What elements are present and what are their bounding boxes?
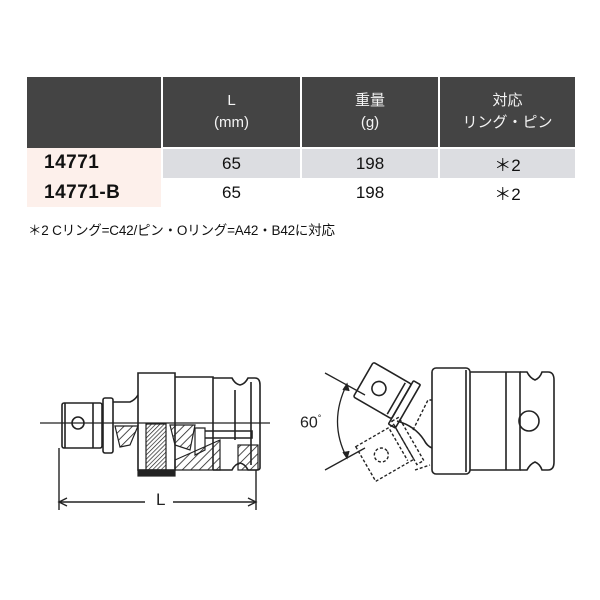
spec-table: L (mm) 重量 (g) 対応 リング・ピン 14771 65 198 ＊2 … bbox=[27, 77, 575, 207]
cell-ring-pin: ＊2 bbox=[438, 178, 575, 207]
cell-ring-pin: ＊2 bbox=[438, 147, 575, 178]
header-ring-pin-label: 対応 bbox=[492, 92, 523, 109]
angle-view-diagram bbox=[324, 362, 555, 483]
cell-model: 14771 bbox=[27, 148, 162, 178]
header-model bbox=[27, 77, 162, 148]
angle-label: 60° bbox=[300, 413, 321, 432]
dimension-label-l: L bbox=[152, 490, 170, 510]
cell-length: 65 bbox=[161, 178, 301, 207]
header-length-unit: (mm) bbox=[214, 114, 249, 131]
header-length-label: L bbox=[227, 92, 236, 109]
table-header-row: L (mm) 重量 (g) 対応 リング・ピン bbox=[27, 77, 575, 148]
table-row: 14771 65 198 ＊2 bbox=[27, 147, 575, 178]
cell-weight: 198 bbox=[300, 147, 439, 178]
header-weight-label: 重量 bbox=[354, 92, 385, 109]
cell-model: 14771-B bbox=[27, 178, 162, 207]
header-ring-pin: 対応 リング・ピン bbox=[438, 77, 575, 148]
angle-unit: ° bbox=[317, 413, 322, 423]
footnote: ＊2 Cリング=C42/ピン・Oリング=A42・B42に対応 bbox=[28, 223, 335, 238]
table-row: 14771-B 65 198 ＊2 bbox=[27, 178, 575, 207]
header-weight-unit: (g) bbox=[360, 114, 380, 131]
header-weight: 重量 (g) bbox=[300, 77, 439, 148]
header-length: L (mm) bbox=[161, 77, 301, 148]
header-ring-pin-sub: リング・ピン bbox=[462, 114, 553, 131]
cell-length: 65 bbox=[161, 147, 301, 178]
cell-weight: 198 bbox=[300, 178, 439, 207]
angle-value: 60 bbox=[300, 414, 318, 432]
side-section-diagram bbox=[40, 372, 270, 510]
